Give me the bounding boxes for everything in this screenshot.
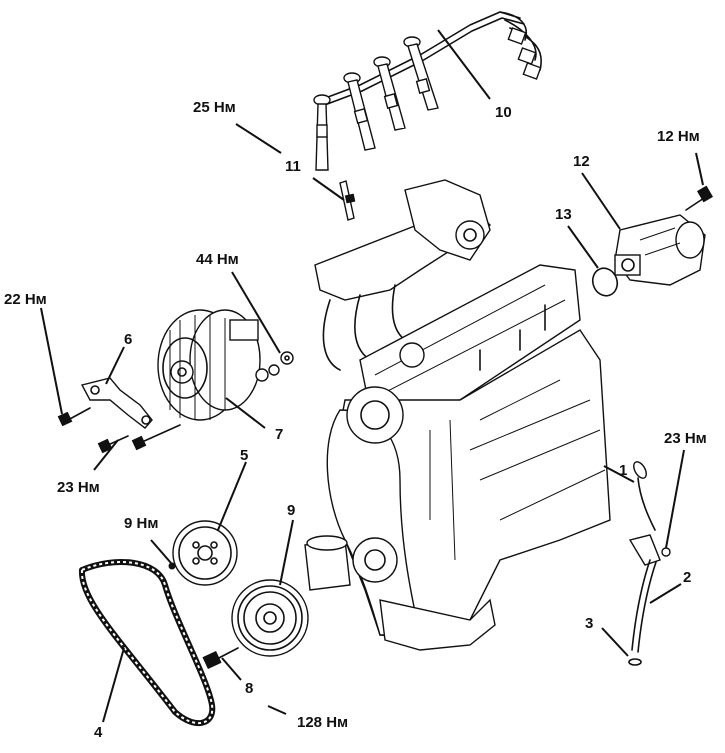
callout-1: 1	[619, 462, 627, 479]
o-ring	[591, 267, 619, 297]
distributor-bolt	[685, 185, 714, 211]
drive-belt	[78, 559, 216, 727]
torque-spark-plug: 25 Нм	[193, 99, 236, 116]
alternator	[157, 309, 294, 421]
engine-block	[304, 179, 611, 651]
dipstick-o-ring	[628, 658, 642, 666]
callout-9: 9	[287, 502, 295, 519]
callout-13: 13	[555, 206, 572, 223]
dipstick-tube	[628, 534, 671, 653]
callout-labels: 1 2 3 4 5 6 7 8 9 10 11 12 13	[94, 104, 691, 741]
torque-labels: 25 Нм 12 Нм 44 Нм 22 Нм 23 Нм 23 Нм 9 Нм…	[4, 99, 707, 731]
callout-6: 6	[124, 331, 132, 348]
distributor	[614, 214, 706, 286]
water-pump-pulley	[172, 520, 238, 586]
spark-plug	[339, 180, 356, 221]
alternator-bracket	[80, 377, 153, 429]
torque-pulley-bolt: 9 Нм	[124, 515, 158, 532]
crankshaft-pulley	[231, 579, 309, 657]
crankshaft-bolt	[202, 647, 239, 670]
torque-dipstick-bolt: 23 Нм	[664, 430, 707, 447]
torque-bracket-top: 22 Нм	[4, 291, 47, 308]
callout-11: 11	[285, 158, 301, 175]
ignition-wire-set	[313, 11, 542, 171]
bracket-bolt-top	[57, 407, 91, 427]
callout-2: 2	[683, 569, 691, 586]
torque-bracket-bottom: 23 Нм	[57, 479, 100, 496]
callout-5: 5	[240, 447, 248, 464]
bracket-bolt-bottom	[97, 435, 129, 454]
callout-8: 8	[245, 680, 253, 697]
bracket-bolt-long	[131, 424, 181, 451]
callout-4: 4	[94, 724, 103, 741]
callout-12: 12	[573, 153, 590, 170]
torque-alternator-nut: 44 Нм	[196, 251, 239, 268]
callout-7: 7	[275, 426, 283, 443]
leader-lines	[40, 29, 704, 723]
callout-3: 3	[585, 615, 593, 632]
torque-distributor-bolt: 12 Нм	[657, 128, 700, 145]
callout-10: 10	[495, 104, 512, 121]
torque-crank-bolt: 128 Нм	[297, 714, 348, 731]
pulley-bolt	[168, 562, 176, 570]
oil-dipstick	[633, 461, 656, 531]
